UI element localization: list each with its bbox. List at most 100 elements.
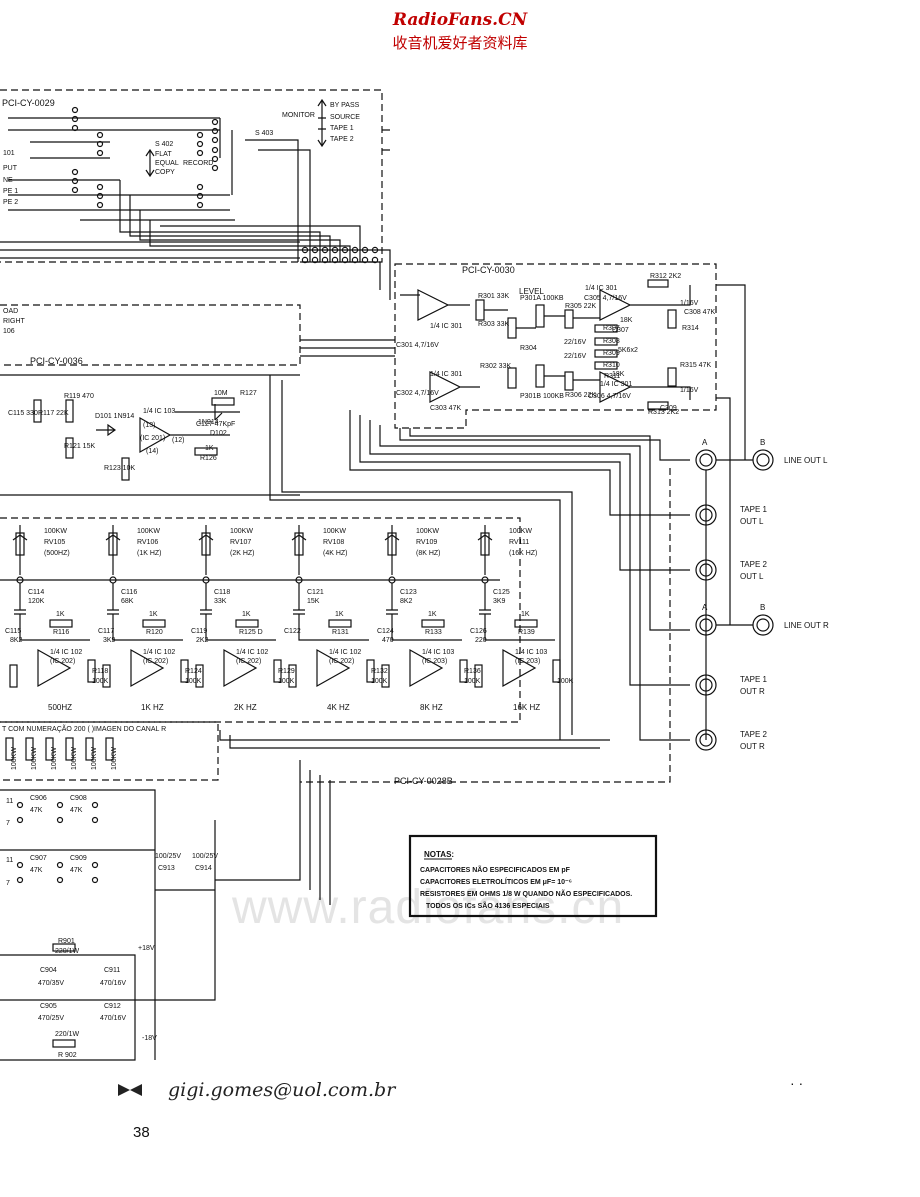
eq-rb-value: 100K bbox=[557, 678, 574, 685]
switch-contact bbox=[96, 192, 104, 200]
eq-pot-freq: (500HZ) bbox=[44, 550, 70, 557]
eq-ic-label: 1/4 IC 103 bbox=[422, 649, 454, 656]
power-part-label: 470/16V bbox=[100, 980, 126, 987]
eq-ic-pin: (IC 202) bbox=[329, 658, 354, 665]
eq-cap2-value: 8K2 bbox=[10, 637, 23, 644]
level-part-label: C303 47K bbox=[430, 405, 461, 412]
switch-contact bbox=[196, 140, 204, 148]
eq-r-id: R120 bbox=[146, 629, 163, 636]
input-part-label: R117 22K bbox=[38, 410, 69, 417]
opamp-icon bbox=[37, 648, 72, 688]
s402-opt-copy: COPY bbox=[155, 169, 175, 176]
eq-r-value: 1K bbox=[521, 611, 530, 618]
level-part-label: C307 bbox=[612, 327, 629, 334]
power-part-label: 47K bbox=[70, 807, 83, 814]
level-part-label: R303 33K bbox=[478, 321, 509, 328]
site-subtitle: 收音机爱好者资料库 bbox=[392, 34, 528, 52]
eq-r-id: R116 bbox=[53, 629, 69, 636]
eq-resistor bbox=[421, 619, 445, 628]
output-label: TAPE 1 bbox=[740, 675, 768, 684]
mini-pots: T COM NUMERAÇÃO 200 ( )IMAGEN DO CANAL R… bbox=[2, 724, 166, 770]
input-part-label: R119 470 bbox=[64, 393, 94, 400]
input-part-label: (12) bbox=[172, 437, 184, 444]
eq-bands: 100KWRV105(500HZ)C114120K1KR116C1158K21/… bbox=[0, 525, 574, 712]
eq-ic-label: 1/4 IC 102 bbox=[329, 649, 361, 656]
eq-pot-icon bbox=[480, 532, 490, 556]
eq-ic-pin: (IC 202) bbox=[236, 658, 261, 665]
mini-pot-value: 100KW bbox=[51, 747, 58, 770]
eq-r-id: R133 bbox=[425, 629, 442, 636]
level-part-label: R307 bbox=[603, 325, 620, 332]
mini-pot-icon bbox=[25, 737, 34, 761]
jack-icon bbox=[695, 449, 717, 471]
mini-pot-icon bbox=[45, 737, 54, 761]
power-node bbox=[56, 816, 64, 824]
eq-band-label: 1K HZ bbox=[141, 703, 164, 712]
jack-b-label: B bbox=[760, 603, 765, 612]
eq-rb-value: 100K bbox=[185, 678, 202, 685]
cut-label-oad: OAD bbox=[3, 308, 18, 315]
switch-contact bbox=[71, 186, 79, 194]
mini-pot-icon bbox=[65, 737, 74, 761]
output-label-sub: OUT L bbox=[740, 517, 764, 526]
input-part-label: 10M bbox=[214, 390, 228, 397]
eq-pot-id: RV107 bbox=[230, 539, 251, 546]
eq-band-label: 16K HZ bbox=[513, 703, 540, 712]
eq-cap-value: 68K bbox=[121, 598, 134, 605]
eq-pot-value: 100KW bbox=[44, 528, 67, 535]
notes-box: NOTAS: CAPACITORES NÃO ESPECIFICADOS EM … bbox=[408, 834, 658, 918]
mini-pot-value: 100KW bbox=[91, 747, 98, 770]
jack-ring bbox=[756, 453, 770, 467]
eq-pot-icon bbox=[201, 532, 211, 556]
jack-b-label: B bbox=[760, 438, 765, 447]
level-part-label: C301 4,7/16V bbox=[396, 342, 439, 349]
switch-contact bbox=[71, 106, 79, 114]
input-part-label: C127 47KpF bbox=[196, 421, 235, 428]
switch-contact bbox=[96, 131, 104, 139]
output-label: LINE OUT R bbox=[784, 621, 829, 630]
switch-contact bbox=[196, 131, 204, 139]
eq-resistor bbox=[366, 659, 375, 683]
jack-ring bbox=[699, 453, 713, 467]
eq-resistor bbox=[552, 659, 561, 683]
output-label: TAPE 2 bbox=[740, 730, 768, 739]
power-part-label: C914 bbox=[195, 865, 212, 872]
eq-cap2-id: C119 bbox=[191, 628, 207, 635]
board-label-0036: PCI-CY-0036 bbox=[30, 356, 83, 366]
level-part-label: P301A 100KB bbox=[520, 295, 564, 302]
level-part-label: 5K6x2 bbox=[618, 347, 638, 354]
input-part-label: C115 330 bbox=[8, 410, 38, 417]
eq-cap-id: C121 bbox=[307, 589, 324, 596]
power-part-label: 470/25V bbox=[38, 1015, 64, 1022]
input-part-label: (13) bbox=[143, 422, 155, 429]
input-part-label: (IC 201) bbox=[140, 435, 165, 442]
board-label-0028b: PCI-CY-0028B bbox=[394, 776, 453, 786]
opamp-icon bbox=[409, 648, 444, 688]
eq-r-id: R139 bbox=[518, 629, 535, 636]
power-node bbox=[56, 861, 64, 869]
notes-line-3: RESISTORES EM OHMS 1/8 W QUANDO NÃO ESPE… bbox=[420, 889, 632, 898]
eq-cap-id: C123 bbox=[400, 589, 417, 596]
mini-pot-value: 100KW bbox=[11, 747, 18, 770]
power-part-label: C906 bbox=[30, 795, 47, 802]
eq-pot-freq: (4K HZ) bbox=[323, 550, 348, 557]
cut-label-106: 106 bbox=[3, 328, 15, 335]
cut-label-put: PUT bbox=[3, 165, 18, 172]
eq-cap2-value: 2K2 bbox=[196, 637, 209, 644]
switch-contact bbox=[71, 115, 79, 123]
power-part-label: 7 bbox=[6, 880, 10, 887]
site-title: RadioFans.CN bbox=[392, 10, 528, 30]
level-part-label: C306 4,7/16V bbox=[588, 393, 631, 400]
eq-cap2-id: C122 bbox=[284, 628, 301, 635]
power-node bbox=[91, 801, 99, 809]
power-part-label: 47K bbox=[30, 867, 43, 874]
eq-ic-label: 1/4 IC 103 bbox=[515, 649, 547, 656]
eq-ic-label: 1/4 IC 102 bbox=[50, 649, 82, 656]
power-part-label: R 902 bbox=[58, 1052, 77, 1059]
eq-cap-value: 120K bbox=[28, 598, 45, 605]
notes-line-1: CAPACITORES NÃO ESPECIFICADOS EM pF bbox=[420, 865, 571, 874]
power-part-label: +18V bbox=[138, 945, 155, 952]
power-part-label: 220/1W bbox=[55, 1031, 80, 1038]
